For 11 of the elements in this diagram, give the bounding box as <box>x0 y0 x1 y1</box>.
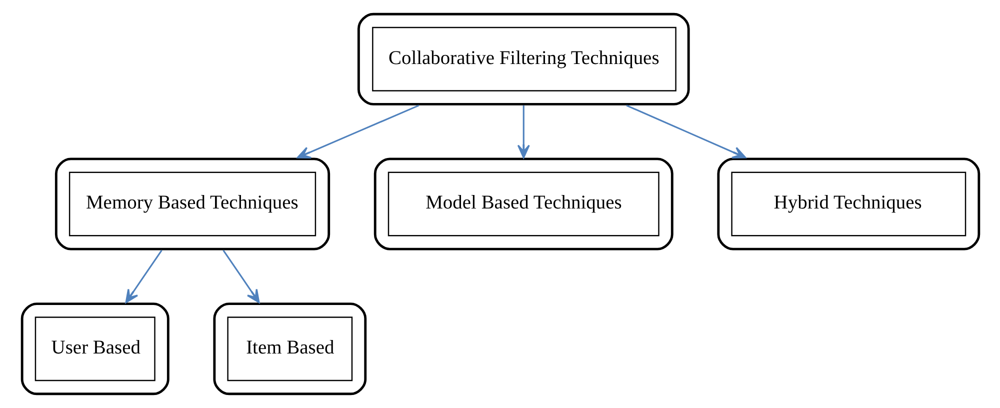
node-box: Model Based Techniques <box>373 158 673 250</box>
node-box: Memory Based Techniques <box>54 158 330 250</box>
node-box: Item Based <box>212 302 366 396</box>
node-box: User Based <box>20 302 169 396</box>
node-box: Hybrid Techniques <box>716 158 980 250</box>
arrow <box>516 105 530 158</box>
node-box: Collaborative Filtering Techniques <box>356 12 690 106</box>
arrow <box>222 250 260 304</box>
arrow <box>626 104 746 158</box>
arrow <box>124 250 162 304</box>
arrow <box>296 104 419 159</box>
